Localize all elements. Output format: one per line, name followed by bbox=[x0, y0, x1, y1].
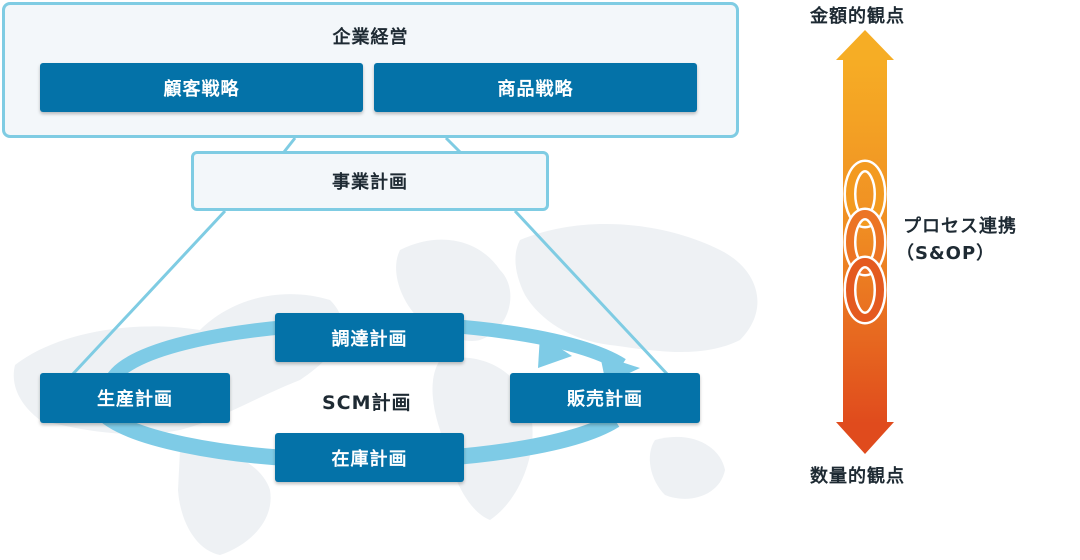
customer-strategy-box: 顧客戦略 bbox=[40, 63, 363, 112]
monetary-perspective-label: 金額的観点 bbox=[810, 6, 905, 27]
business-plan-box: 事業計画 bbox=[191, 151, 549, 211]
sop-label: （S&OP） bbox=[896, 243, 996, 264]
inventory-plan-box: 在庫計画 bbox=[275, 433, 464, 482]
chain-link-icon bbox=[843, 159, 887, 325]
quantity-perspective-label: 数量的観点 bbox=[810, 466, 905, 487]
procurement-plan-label: 調達計画 bbox=[331, 328, 408, 350]
sales-plan-label: 販売計画 bbox=[567, 389, 643, 410]
production-plan-box: 生産計画 bbox=[40, 373, 230, 423]
production-plan-label: 生産計画 bbox=[97, 389, 173, 410]
sales-plan-box: 販売計画 bbox=[510, 373, 700, 423]
business-plan-label: 事業計画 bbox=[332, 172, 408, 193]
inventory-plan-label: 在庫計画 bbox=[331, 448, 408, 470]
customer-strategy-label: 顧客戦略 bbox=[163, 78, 240, 100]
procurement-plan-box: 調達計画 bbox=[275, 313, 464, 362]
product-strategy-box: 商品戦略 bbox=[374, 63, 697, 112]
process-linkage-label: プロセス連携 bbox=[903, 216, 1017, 237]
connector-lines bbox=[70, 136, 670, 377]
corporate-management-title: 企業経営 bbox=[332, 27, 409, 48]
product-strategy-label: 商品戦略 bbox=[497, 78, 574, 100]
scm-plan-label: SCM計画 bbox=[322, 392, 412, 414]
